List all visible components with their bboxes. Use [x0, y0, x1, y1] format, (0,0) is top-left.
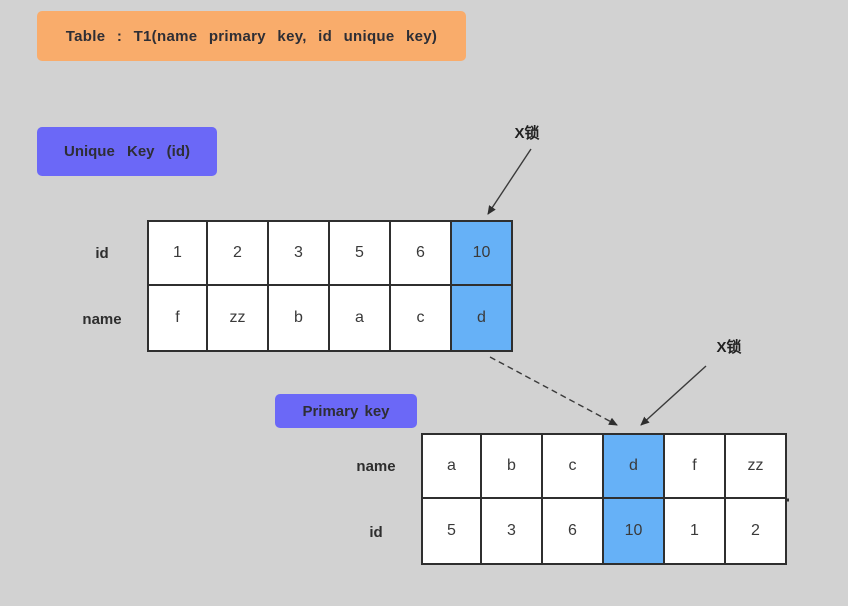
row-label: name	[82, 310, 122, 328]
locked-cell: d	[452, 286, 513, 352]
row-label: id	[369, 523, 383, 541]
x-lock-label-top: X锁	[514, 125, 540, 142]
table-cell: 2	[726, 499, 787, 565]
locked-cell: 10	[452, 220, 513, 286]
table-cell: 3	[482, 499, 543, 565]
unique-to-primary-dashed-arrow	[489, 356, 618, 426]
unique-key-badge: Unique Key (id)	[37, 127, 217, 176]
table-cell: b	[269, 286, 330, 352]
table-cell: b	[482, 433, 543, 499]
table-cell: c	[543, 433, 604, 499]
locked-cell: 10	[604, 499, 665, 565]
table-cell: c	[391, 286, 452, 352]
table-cell: 3	[269, 220, 330, 286]
table-definition-badge: Table : T1(name primary key, id unique k…	[37, 11, 466, 61]
table-cell: 6	[543, 499, 604, 565]
table-cell: 6	[391, 220, 452, 286]
table-cell: f	[147, 286, 208, 352]
row-label: id	[95, 244, 109, 262]
x-lock-arrow-bottom	[640, 365, 707, 426]
table-cell: 1	[665, 499, 726, 565]
x-lock-label-bottom: X锁	[716, 339, 742, 356]
primary-key-badge: Primary key	[275, 394, 417, 428]
table-cell: zz	[726, 433, 787, 499]
table-cell: 2	[208, 220, 269, 286]
table-cell: a	[421, 433, 482, 499]
table-cell: zz	[208, 286, 269, 352]
x-lock-arrow-top	[487, 148, 532, 215]
table-cell: a	[330, 286, 391, 352]
row-label: name	[356, 457, 396, 475]
table-cell: 5	[330, 220, 391, 286]
table-cell: f	[665, 433, 726, 499]
table-cell: 1	[147, 220, 208, 286]
locked-cell: d	[604, 433, 665, 499]
table-cell: 5	[421, 499, 482, 565]
